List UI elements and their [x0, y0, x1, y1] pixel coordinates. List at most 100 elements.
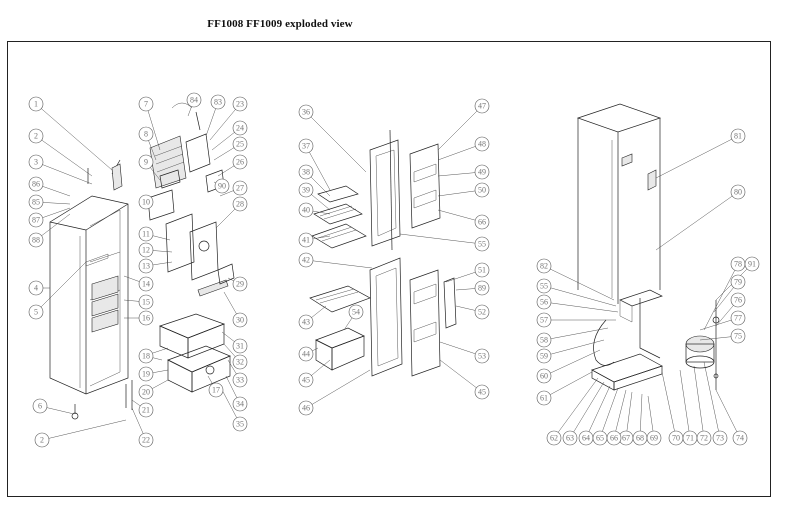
part-balloon-56: 56 [536, 294, 552, 310]
part-balloon-38: 38 [298, 164, 314, 180]
part-balloon-81: 81 [730, 128, 746, 144]
part-number-label: 51 [478, 266, 486, 275]
balloon-circle [232, 136, 248, 152]
part-balloon-34: 34 [232, 396, 248, 412]
part-number-label: 23 [236, 100, 244, 109]
balloon-circle [32, 398, 48, 414]
balloon-circle [474, 164, 490, 180]
leader-line [213, 147, 235, 161]
leader-line [152, 235, 171, 241]
part-number-label: 41 [302, 236, 310, 245]
part-number-balloons: 1234567891011121314151617181920212223242… [28, 92, 760, 448]
leader-line [437, 209, 476, 221]
part-number-label: 22 [142, 436, 150, 445]
compressor-parts [591, 300, 720, 391]
part-number-label: 48 [478, 140, 486, 149]
balloon-circle [474, 262, 490, 278]
part-number-label: 45 [302, 376, 310, 385]
balloon-circle [28, 304, 44, 320]
balloon-circle [214, 178, 230, 194]
part-number-label: 90 [218, 182, 226, 191]
part-number-label: 81 [734, 132, 742, 141]
part-balloon-5: 5 [28, 304, 44, 320]
part-number-label: 73 [716, 434, 724, 443]
balloon-circle [474, 384, 490, 400]
leader-line [152, 379, 169, 389]
part-balloon-65: 65 [592, 430, 608, 446]
leader-line [693, 365, 704, 432]
part-number-label: 86 [32, 180, 40, 189]
balloon-circle [298, 138, 314, 154]
part-number-label: 15 [142, 298, 150, 307]
leader-line [715, 305, 734, 327]
balloon-circle [298, 372, 314, 388]
leader-line [213, 181, 216, 184]
part-number-label: 18 [142, 352, 150, 361]
part-number-label: 21 [142, 406, 150, 415]
door-assembly [369, 129, 457, 377]
part-balloon-82: 82 [536, 258, 552, 274]
leader-line [588, 385, 611, 432]
leader-line [573, 381, 605, 433]
balloon-circle [562, 430, 578, 446]
leader-line [221, 331, 235, 342]
balloon-circle [474, 348, 490, 364]
leader-line [703, 270, 735, 331]
balloon-circle [138, 96, 154, 112]
balloon-circle [28, 128, 44, 144]
part-number-label: 71 [686, 434, 694, 443]
part-number-label: 59 [540, 352, 548, 361]
part-number-label: 36 [302, 108, 310, 117]
balloon-circle [298, 182, 314, 198]
part-balloon-83: 83 [210, 94, 226, 110]
balloon-circle [730, 310, 746, 326]
balloon-circle [732, 430, 748, 446]
part-number-label: 10 [142, 198, 150, 207]
part-balloon-2: 2 [34, 432, 50, 448]
leader-line [123, 299, 140, 302]
part-balloon-21: 21 [138, 402, 154, 418]
part-balloon-33: 33 [232, 372, 248, 388]
part-balloon-8: 8 [138, 126, 154, 142]
part-balloon-13: 13 [138, 258, 154, 274]
leader-line [713, 287, 734, 313]
balloon-circle [232, 154, 248, 170]
leader-line [41, 139, 93, 177]
part-number-label: 82 [540, 262, 548, 271]
leader-line [445, 272, 476, 283]
part-balloon-53: 53 [474, 348, 490, 364]
part-number-label: 55 [540, 282, 548, 291]
leader-line [148, 140, 157, 161]
leader-line [227, 359, 237, 375]
leader-line [211, 132, 235, 151]
leader-line [205, 108, 216, 137]
leader-line [41, 213, 71, 236]
part-balloon-84: 84 [186, 92, 202, 108]
part-number-label: 64 [582, 434, 590, 443]
part-number-label: 37 [302, 142, 310, 151]
balloon-circle [186, 92, 202, 108]
leader-line [647, 395, 654, 432]
balloon-circle [232, 338, 248, 354]
balloon-circle [474, 136, 490, 152]
part-balloon-3: 3 [28, 154, 44, 170]
part-balloon-58: 58 [536, 332, 552, 348]
part-balloon-41: 41 [298, 232, 314, 248]
part-number-label: 17 [212, 386, 220, 395]
balloon-circle [232, 196, 248, 212]
balloon-circle [138, 432, 154, 448]
balloon-circle [536, 258, 552, 274]
leader-line [679, 369, 690, 432]
part-number-label: 11 [142, 230, 150, 239]
part-number-label: 32 [236, 358, 244, 367]
leader-line [311, 194, 331, 211]
part-balloon-19: 19 [138, 366, 154, 382]
leader-line [343, 317, 353, 331]
drawing-frame [7, 41, 771, 497]
balloon-circle [536, 390, 552, 406]
leader-line [550, 302, 619, 313]
part-balloon-4: 4 [28, 280, 44, 296]
part-number-label: 25 [236, 140, 244, 149]
leader-line [615, 389, 627, 432]
